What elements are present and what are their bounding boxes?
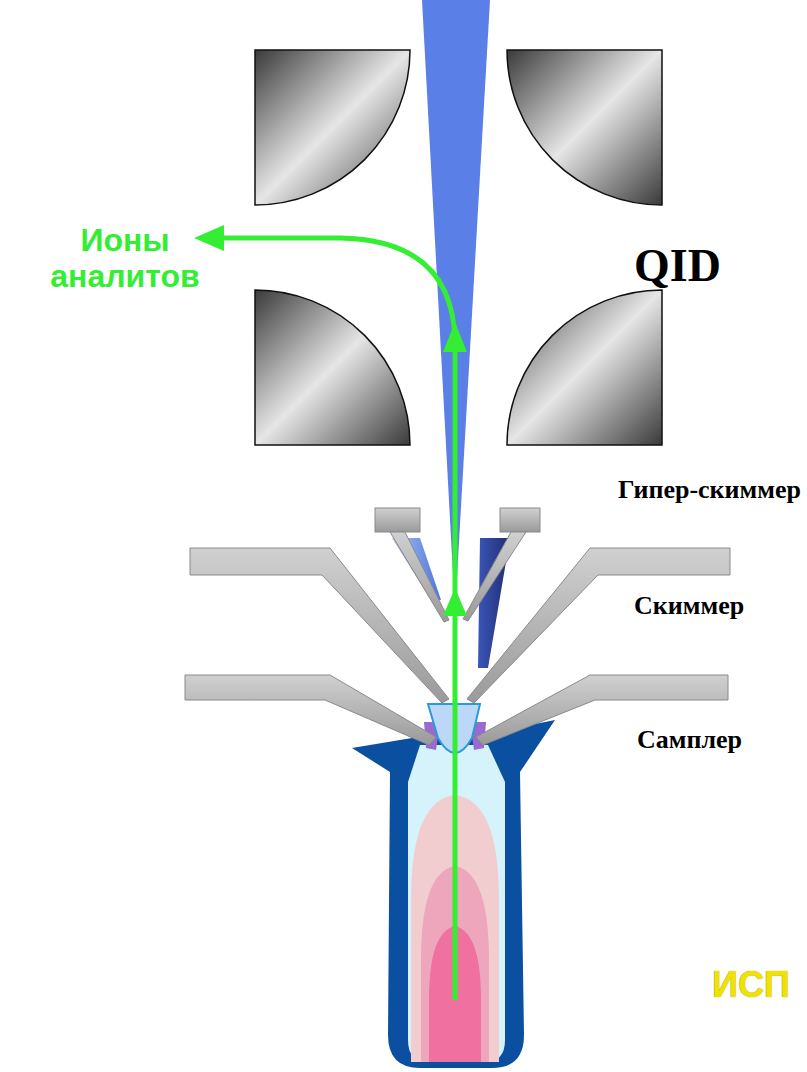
skimmer-cone xyxy=(190,548,730,703)
analyte-ion-path xyxy=(194,225,467,1000)
quadrupole-deflector-label: QID xyxy=(634,240,721,292)
skimmer-label: Скиммер xyxy=(634,590,744,622)
analyte-ions-label: Ионы аналитов xyxy=(20,222,230,294)
sampler-label: Самплер xyxy=(637,724,742,756)
hyper-skimmer-label: Гипер-скиммер xyxy=(618,474,801,506)
icp-label: ИСП xyxy=(712,964,790,1006)
